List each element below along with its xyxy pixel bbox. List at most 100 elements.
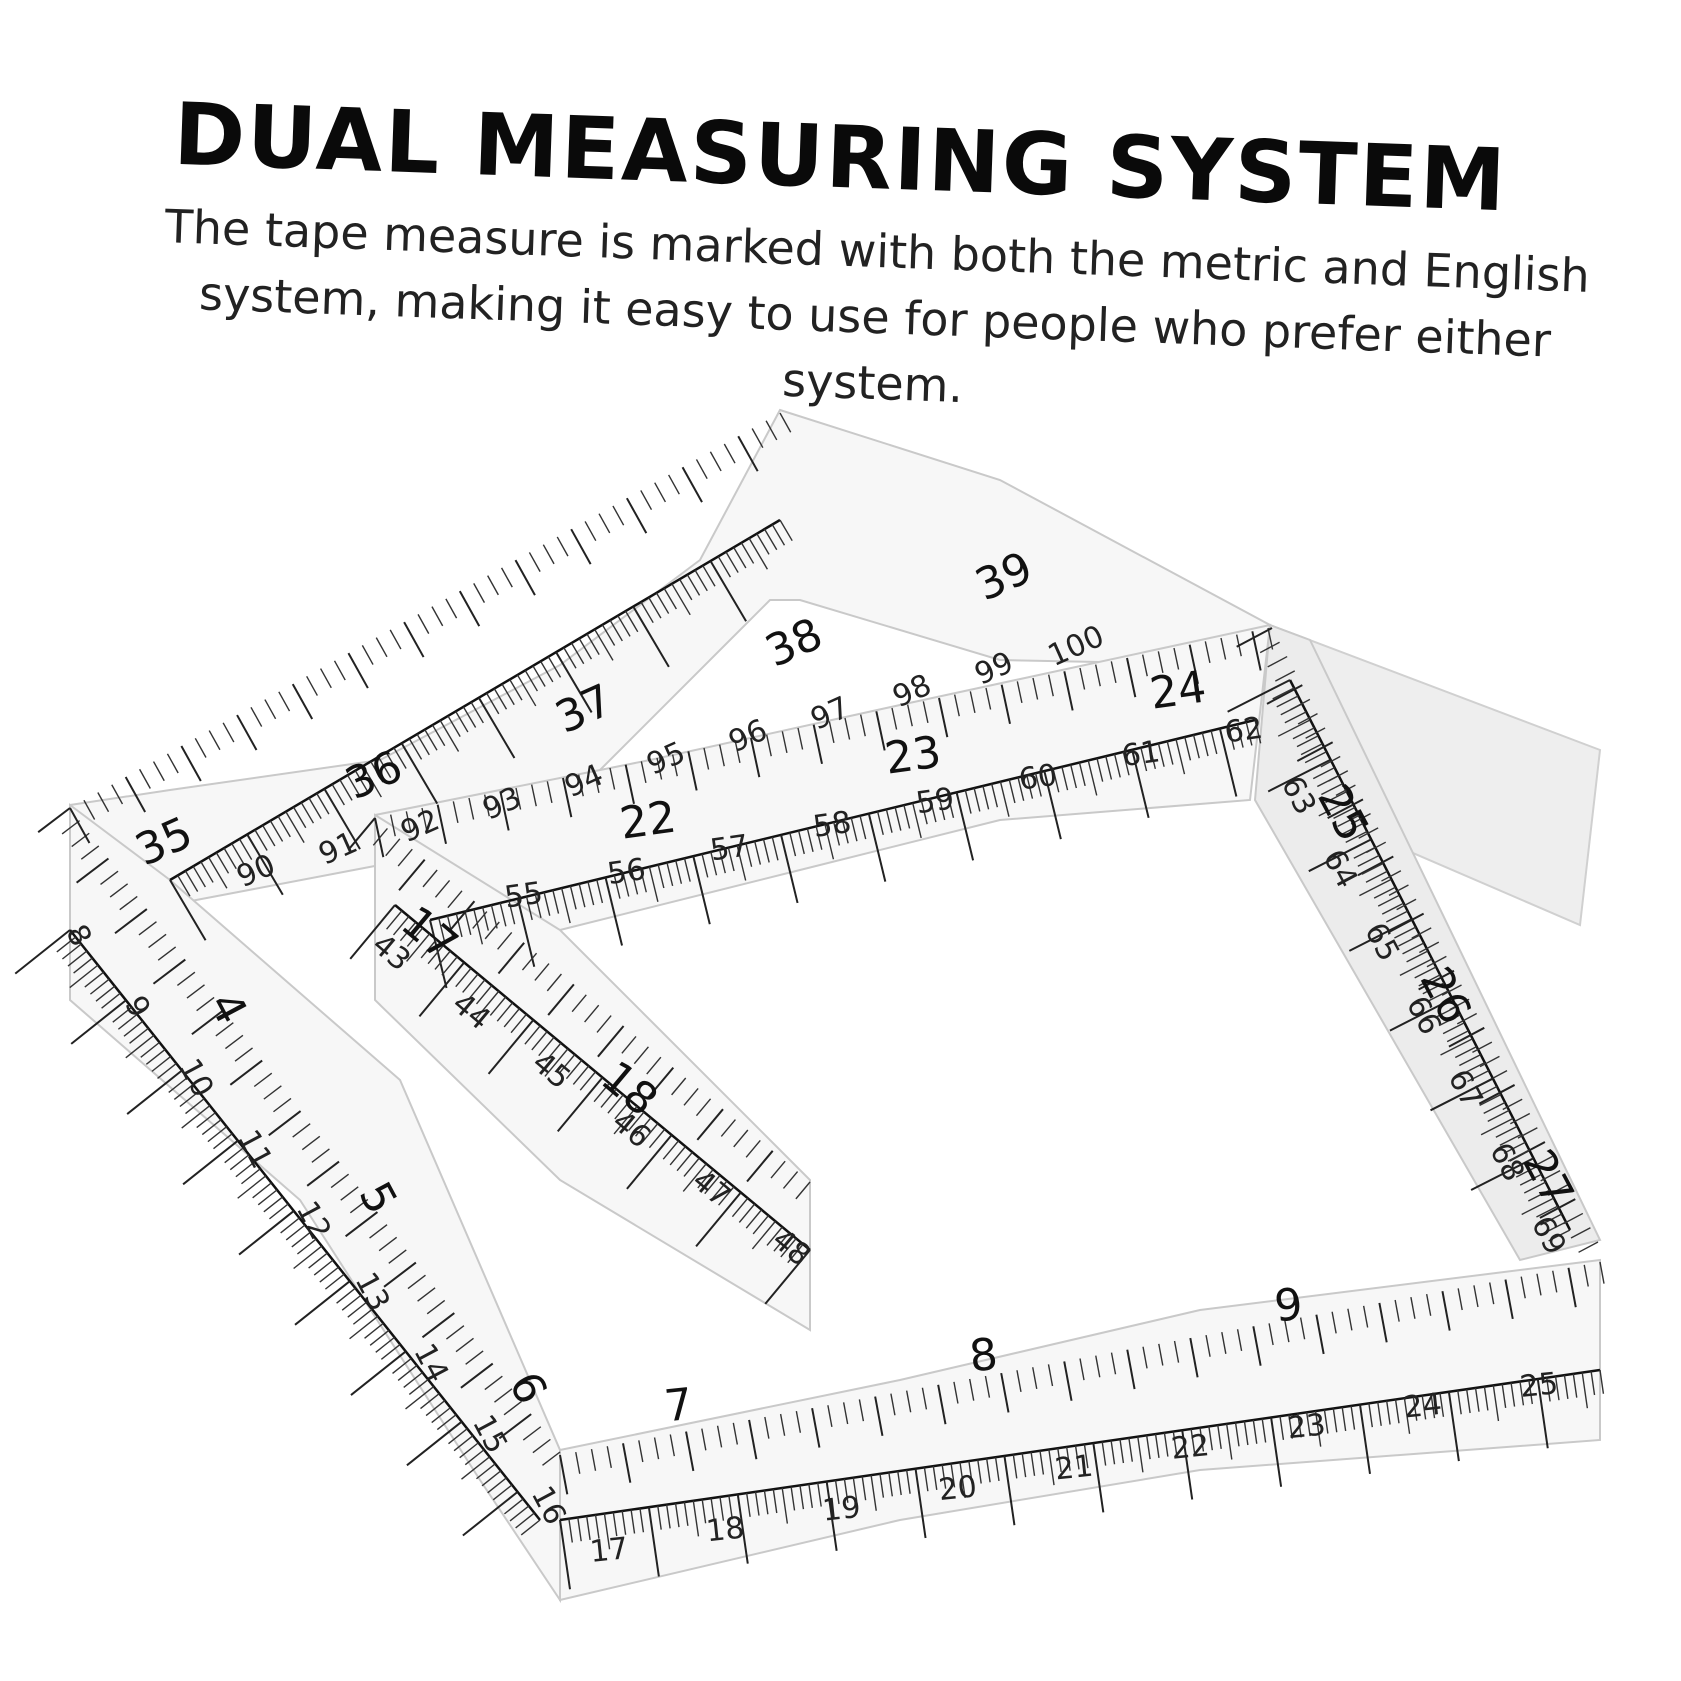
right-cm-tick <box>1414 966 1437 979</box>
bottom-cm-tick <box>1403 1398 1411 1434</box>
right-cm-tick <box>1499 1133 1522 1146</box>
bottom-inch-tick <box>685 1431 695 1472</box>
right-cm-tick <box>1292 727 1315 740</box>
bottom-inch-tick <box>1347 1308 1353 1331</box>
inner-cm-tick <box>441 956 458 976</box>
bottom-cm-tick <box>692 1500 700 1537</box>
left-cm-tick <box>408 1378 429 1396</box>
bottom-inch-tick <box>559 1454 569 1495</box>
inner-inch-tick <box>745 1139 761 1158</box>
top-cm-tick <box>702 565 716 587</box>
left-cm-tick <box>349 1315 379 1340</box>
inner-cm-tick <box>738 1203 756 1223</box>
bottom-cm-tick <box>1137 1436 1144 1473</box>
middle-inch-tick <box>718 744 725 767</box>
bottom-cm-tick <box>1181 1430 1194 1500</box>
middle-cm-tick <box>745 843 753 867</box>
left-inch-tick <box>369 1224 388 1239</box>
top-inch-tick <box>138 768 151 789</box>
middle-cm-tick <box>718 849 726 874</box>
right-cm-tick <box>1333 806 1356 820</box>
bottom-cm-tick <box>1065 1446 1071 1471</box>
top-cm-tick <box>470 701 484 724</box>
middle-inch-tick <box>1141 654 1148 677</box>
right-cm-tick <box>1487 1109 1510 1122</box>
middle-inch-tick <box>483 794 490 817</box>
bottom-cm-tick <box>1039 1450 1045 1475</box>
left-cm-tick <box>263 1196 284 1213</box>
middle-cm-tick <box>1105 756 1113 780</box>
top-cm-tick <box>655 592 670 614</box>
left-inch-tick <box>407 1274 426 1290</box>
bottom-cm-tick <box>1465 1389 1471 1414</box>
middle-inch-tick <box>389 814 396 837</box>
bottom-cm-tick <box>1101 1441 1107 1466</box>
inner-cm-tick <box>545 1042 562 1062</box>
bottom-inch-tick <box>1362 1305 1369 1328</box>
bottom-inch-tick <box>779 1413 786 1436</box>
inner-cm-tick <box>780 1238 797 1258</box>
top-inch-tick <box>695 459 708 480</box>
left-cm-tick <box>229 1154 250 1171</box>
right-inch-tick <box>1388 884 1409 896</box>
inner-inch-tick <box>398 858 426 891</box>
inner-cm-tick <box>764 1249 811 1305</box>
left-cm-tick <box>431 1407 451 1424</box>
left-cm-tick <box>269 1203 289 1220</box>
inner-cm-tick <box>475 985 493 1005</box>
right-cm-tick <box>1521 1197 1555 1216</box>
top-inch-tick <box>236 714 258 751</box>
middle-cm-tick <box>508 900 516 925</box>
left-cm-tick <box>436 1414 457 1431</box>
middle-inch-tick <box>765 734 772 757</box>
top-inch-tick <box>681 466 703 503</box>
middle-inch-tick <box>1032 677 1039 700</box>
inner-inch-tick <box>696 1108 724 1141</box>
inner-cm-tick <box>669 1146 687 1166</box>
left-cm-tick <box>67 950 88 967</box>
bottom-cm-tick <box>772 1489 778 1514</box>
bottom-cm-tick <box>1385 1400 1391 1425</box>
top-cm-tick <box>547 656 562 678</box>
inner-cm-tick <box>406 927 424 947</box>
bottom-inch-tick <box>1047 1364 1054 1387</box>
top-cm-tick <box>717 556 732 578</box>
middle-inch-tick <box>969 691 976 713</box>
bottom-inch-tick <box>701 1428 707 1451</box>
inner-cm-tick <box>392 916 410 936</box>
middle-inch-tick <box>844 717 851 740</box>
top-cm-tick <box>431 724 446 747</box>
top-cm-tick <box>663 587 677 610</box>
middle-cm-tick <box>1096 758 1104 782</box>
middle-inch-tick <box>405 811 412 833</box>
top-inch-tick <box>514 559 536 596</box>
bottom-inch-tick <box>1000 1372 1010 1413</box>
bottom-cm-tick <box>879 1473 885 1498</box>
bottom-cm-tick <box>1341 1407 1347 1432</box>
bottom-inch-tick <box>953 1381 959 1404</box>
middle-cm-tick <box>780 834 799 904</box>
bottom-cm-label: 17 <box>588 1531 630 1570</box>
top-cm-tick <box>725 551 739 573</box>
bottom-cm-tick <box>1368 1403 1374 1428</box>
top-cm-tick <box>624 610 639 633</box>
bottom-inch-label: 8 <box>967 1329 1000 1383</box>
inner-cm-tick <box>731 1197 749 1218</box>
left-cm-tick <box>151 1055 172 1072</box>
right-cm-tick <box>1523 1181 1546 1194</box>
bottom-inch-tick <box>921 1387 928 1410</box>
left-cm-tick <box>293 1245 323 1270</box>
right-inch-tick <box>1578 1241 1599 1253</box>
middle-cm-tick <box>929 798 937 823</box>
inner-inch-tick <box>447 900 476 933</box>
bottom-inch-tick <box>638 1440 644 1463</box>
middle-cm-tick <box>666 862 674 887</box>
middle-inch-tick <box>859 714 866 737</box>
bottom-cm-tick <box>799 1485 805 1510</box>
bottom-scale-divider <box>559 1368 1601 1522</box>
bottom-cm-tick <box>1288 1414 1294 1439</box>
left-inch-tick <box>455 1337 474 1353</box>
bottom-inch-tick <box>1126 1349 1136 1390</box>
right-inch-tick <box>1570 1227 1591 1239</box>
inner-inch-tick <box>422 869 438 888</box>
